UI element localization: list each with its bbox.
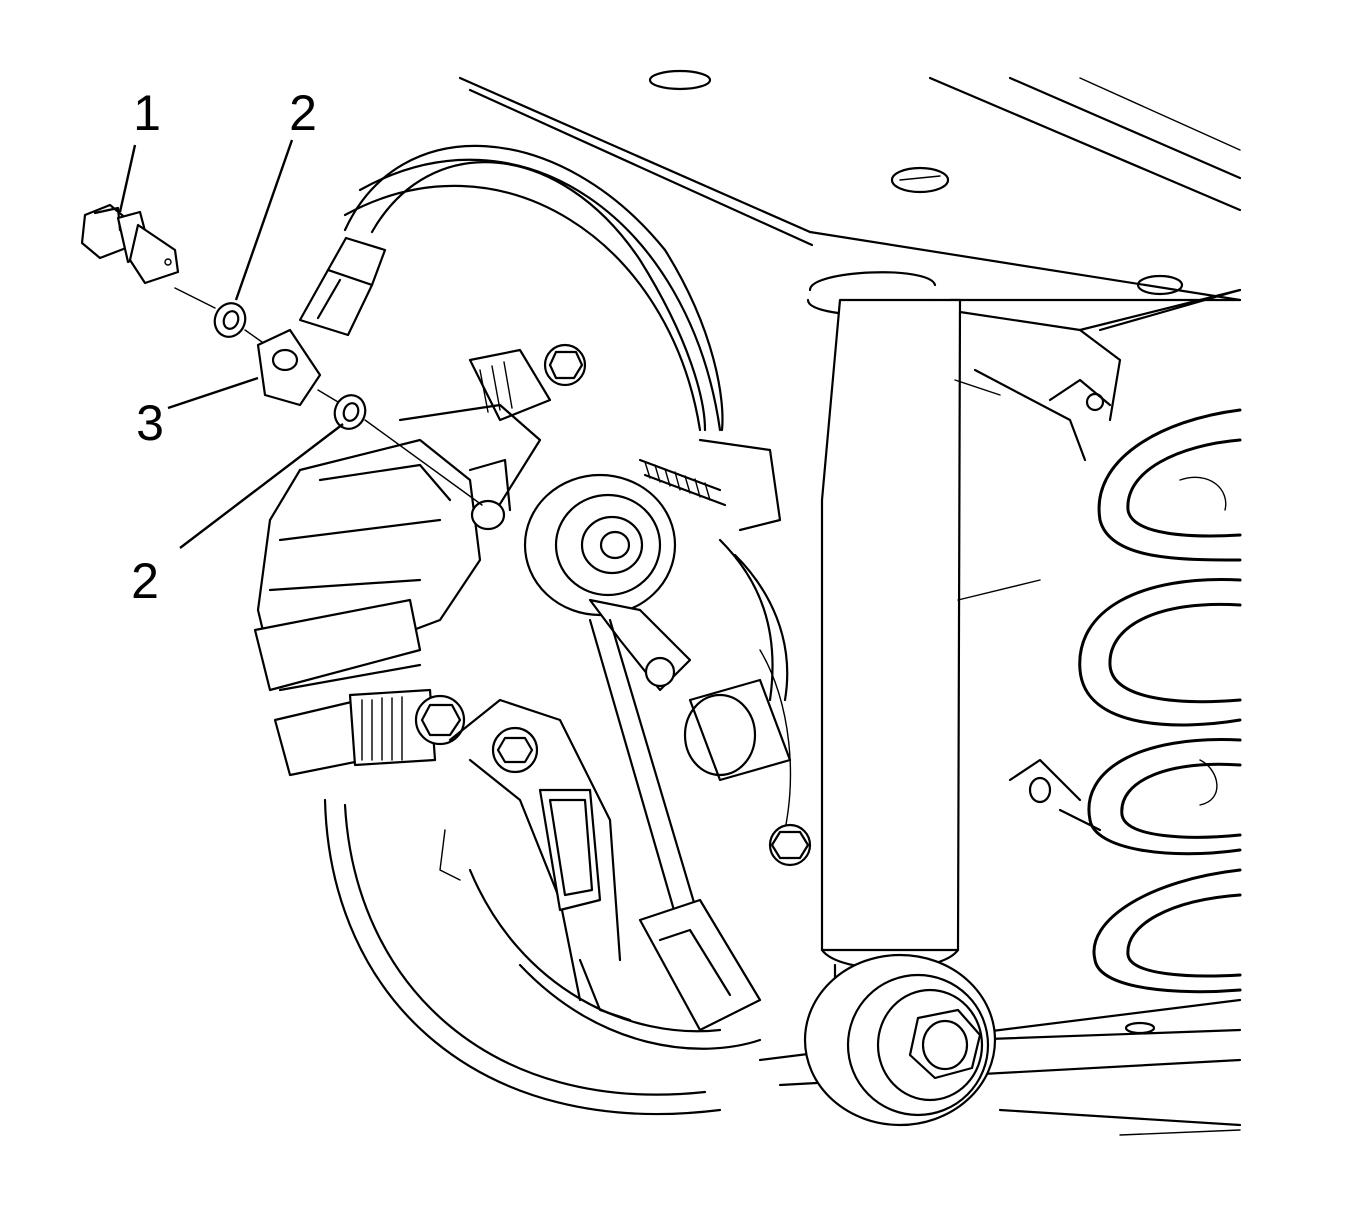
washer-lower xyxy=(333,394,367,430)
washer-upper xyxy=(213,302,247,338)
callout-3: 3 xyxy=(136,395,164,451)
underbody-frame xyxy=(458,69,1242,462)
hose-fitting-part xyxy=(256,328,322,407)
brake-hose xyxy=(298,144,724,432)
parking-brake-mechanism xyxy=(523,438,792,1032)
callout-leaders xyxy=(118,139,344,549)
shock-absorber xyxy=(806,271,1041,992)
callout-1: 1 xyxy=(133,85,161,141)
coil-spring xyxy=(1078,408,1242,994)
assembly-axis-line xyxy=(174,287,483,506)
knuckle xyxy=(448,698,1102,1022)
leader-1 xyxy=(118,144,137,213)
bolt-part xyxy=(80,203,180,285)
callout-2-upper: 2 xyxy=(289,85,317,141)
leader-3 xyxy=(167,376,259,410)
callout-2-lower: 2 xyxy=(131,553,159,609)
callout-labels: 1 2 3 2 xyxy=(131,85,317,609)
brake-caliper xyxy=(253,343,587,777)
lower-control-arm xyxy=(758,953,1242,1136)
leader-2a xyxy=(234,139,294,301)
leader-2b xyxy=(179,423,344,549)
